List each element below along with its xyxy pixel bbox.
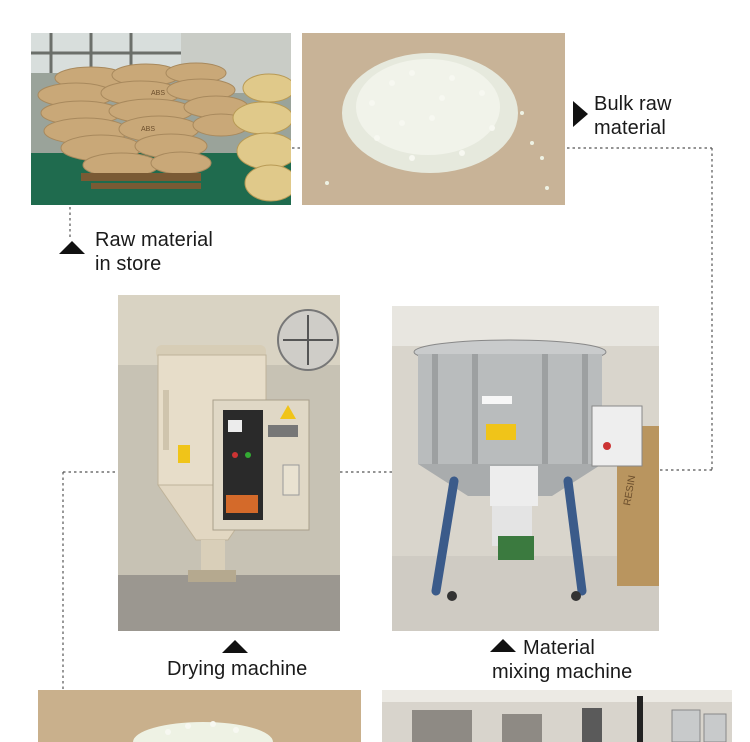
caption-mixing: Material mixing machine [492,636,632,684]
caption-line: mixing machine [492,661,633,683]
bulk-raw-material-photo [302,33,565,205]
bag-print-text: RESIN [622,475,638,507]
pellets-bottom-photo [38,690,361,742]
caption-line: Drying machine [167,658,308,680]
caption-bulk-raw: Bulk raw material [594,92,672,140]
caption-raw-store: Raw material in store [95,228,213,276]
caption-line: Raw material [95,229,213,251]
triangle-up-icon [59,241,85,254]
caption-line: Bulk raw [594,93,672,115]
drying-machine-photo [118,295,340,631]
caption-line: in store [95,253,162,275]
factory-bottom-photo [382,690,732,742]
caption-line: Material [523,637,595,659]
triangle-up-icon [490,639,516,652]
triangle-right-icon [573,101,588,127]
raw-material-store-photo: ABS ABS [31,33,291,205]
triangle-up-icon [222,640,248,653]
caption-line: material [594,117,666,139]
bag-print-text: ABS [141,126,155,133]
mixing-machine-photo: RESIN [392,306,659,631]
bag-print-text: ABS [151,90,165,97]
caption-drying: Drying machine [167,657,307,681]
